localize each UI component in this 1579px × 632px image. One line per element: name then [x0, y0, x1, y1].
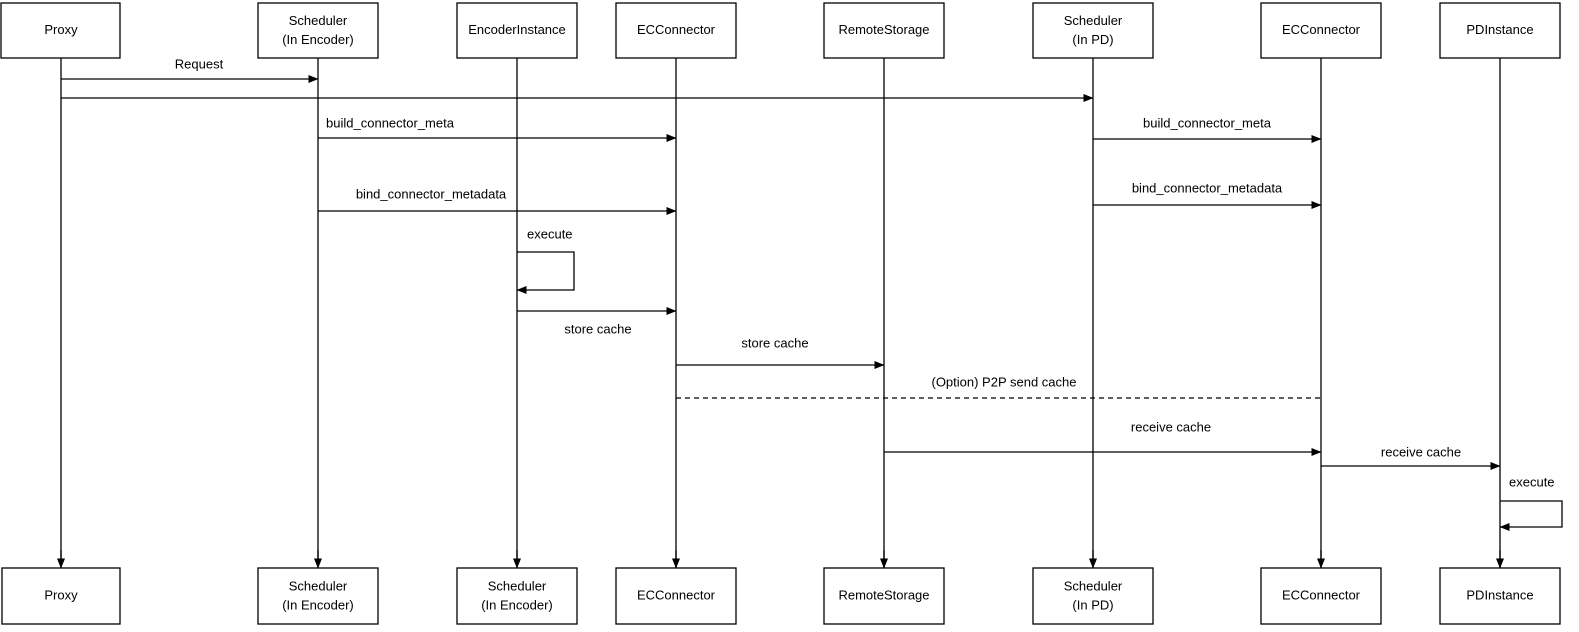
- participant-header-pd_inst[interactable]: PDInstance: [1439, 2, 1561, 59]
- self-message-label: execute: [1509, 474, 1555, 489]
- message-label: build_connector_meta: [1143, 115, 1272, 130]
- message-label: receive cache: [1381, 444, 1461, 459]
- message-label: store cache: [564, 321, 631, 336]
- participant-header-sched_enc[interactable]: Scheduler (In Encoder): [257, 2, 379, 59]
- header-participants: Proxy Scheduler (In Encoder) EncoderInstanc…: [0, 2, 1561, 59]
- participant-box[interactable]: [257, 2, 379, 59]
- message-label: store cache: [741, 335, 808, 350]
- participant-box[interactable]: [1439, 2, 1561, 59]
- self-message-s1[interactable]: execute: [516, 226, 575, 294]
- message-m6[interactable]: bind_connector_metadata: [1093, 180, 1322, 209]
- participant-label-line1: ECConnector: [637, 22, 716, 37]
- participant-label-line2: (In Encoder): [481, 597, 553, 612]
- participant-label-line2: (In PD): [1072, 597, 1113, 612]
- participant-label-line1: RemoteStorage: [838, 587, 929, 602]
- self-message-loop[interactable]: [516, 251, 575, 294]
- self-messages-layer: execute execute: [516, 226, 1563, 531]
- participant-label-line1: Scheduler: [1064, 578, 1123, 593]
- message-label: bind_connector_metadata: [356, 186, 507, 201]
- message-m8[interactable]: store cache: [676, 335, 885, 369]
- message-label: (Option) P2P send cache: [931, 374, 1076, 389]
- participant-label-line1: Scheduler: [488, 578, 547, 593]
- participant-label-line1: ECConnector: [1282, 587, 1361, 602]
- participant-label-line1: RemoteStorage: [838, 22, 929, 37]
- message-m9[interactable]: (Option) P2P send cache: [676, 374, 1321, 399]
- participant-label-line2: (In Encoder): [282, 32, 354, 47]
- participant-box[interactable]: [456, 567, 578, 625]
- participant-label-line2: (In Encoder): [282, 597, 354, 612]
- messages-layer: Request build_connector_meta build_connect…: [61, 56, 1501, 470]
- participant-label-line1: PDInstance: [1466, 22, 1533, 37]
- participant-label-line1: Proxy: [44, 587, 78, 602]
- participant-header-ec_conn_pd[interactable]: ECConnector: [1260, 2, 1382, 59]
- message-m7[interactable]: store cache: [517, 307, 677, 336]
- participant-label-line1: EncoderInstance: [468, 22, 566, 37]
- participant-footer-remote_store[interactable]: RemoteStorage: [823, 567, 945, 625]
- participant-box[interactable]: [1260, 567, 1382, 625]
- participant-box[interactable]: [823, 2, 945, 59]
- participant-label-line1: Scheduler: [289, 578, 348, 593]
- participant-footer-sched_pd[interactable]: Scheduler (In PD): [1032, 567, 1154, 625]
- participant-footer-sched_enc[interactable]: Scheduler (In Encoder): [257, 567, 379, 625]
- participant-box[interactable]: [456, 2, 578, 59]
- participant-box[interactable]: [1032, 2, 1154, 59]
- footer-participants: Proxy Scheduler (In Encoder) Scheduler (In E…: [1, 550, 1561, 625]
- message-m5[interactable]: bind_connector_metadata: [318, 186, 677, 215]
- participant-label-line1: ECConnector: [1282, 22, 1361, 37]
- participant-label-line1: Scheduler: [1064, 13, 1123, 28]
- participant-box[interactable]: [823, 567, 945, 625]
- message-m11[interactable]: receive cache: [1321, 444, 1501, 470]
- message-m4[interactable]: build_connector_meta: [1093, 115, 1322, 143]
- participant-footer-sched_enc_2[interactable]: Scheduler (In Encoder): [456, 567, 578, 625]
- participant-box[interactable]: [1032, 567, 1154, 625]
- participant-header-proxy[interactable]: Proxy: [0, 2, 121, 59]
- message-label: bind_connector_metadata: [1132, 180, 1283, 195]
- message-label: receive cache: [1131, 419, 1211, 434]
- participant-box[interactable]: [257, 567, 379, 625]
- participant-label-line1: Scheduler: [289, 13, 348, 28]
- participant-box[interactable]: [615, 567, 737, 625]
- participant-box[interactable]: [0, 2, 121, 59]
- self-message-loop[interactable]: [1499, 500, 1563, 531]
- participant-footer-ec_conn_pd[interactable]: ECConnector: [1260, 567, 1382, 625]
- participant-header-ec_conn_enc[interactable]: ECConnector: [615, 2, 737, 59]
- participant-footer-ec_conn_enc[interactable]: ECConnector: [615, 567, 737, 625]
- participant-footer-proxy[interactable]: Proxy: [1, 567, 121, 625]
- participant-box[interactable]: [1260, 2, 1382, 59]
- self-message-label: execute: [527, 226, 573, 241]
- message-label: build_connector_meta: [326, 115, 455, 130]
- lifelines-layer: [60, 58, 1501, 568]
- participant-label-line2: (In PD): [1072, 32, 1113, 47]
- self-message-s2[interactable]: execute: [1499, 474, 1563, 531]
- participant-header-remote_store[interactable]: RemoteStorage: [823, 2, 945, 59]
- participant-label-line1: Proxy: [44, 22, 78, 37]
- participant-box[interactable]: [1, 567, 121, 625]
- participant-label-line1: PDInstance: [1466, 587, 1533, 602]
- participant-header-encoder_inst[interactable]: EncoderInstance: [456, 2, 578, 59]
- participant-header-sched_pd[interactable]: Scheduler (In PD): [1032, 2, 1154, 59]
- message-m10[interactable]: receive cache: [884, 419, 1322, 456]
- participant-box[interactable]: [1439, 567, 1561, 625]
- message-m1[interactable]: Request: [61, 56, 319, 83]
- message-m3[interactable]: build_connector_meta: [318, 115, 677, 142]
- participant-footer-pd_inst[interactable]: PDInstance: [1439, 567, 1561, 625]
- participant-label-line1: ECConnector: [637, 587, 716, 602]
- participant-box[interactable]: [615, 2, 737, 59]
- message-label: Request: [175, 56, 224, 71]
